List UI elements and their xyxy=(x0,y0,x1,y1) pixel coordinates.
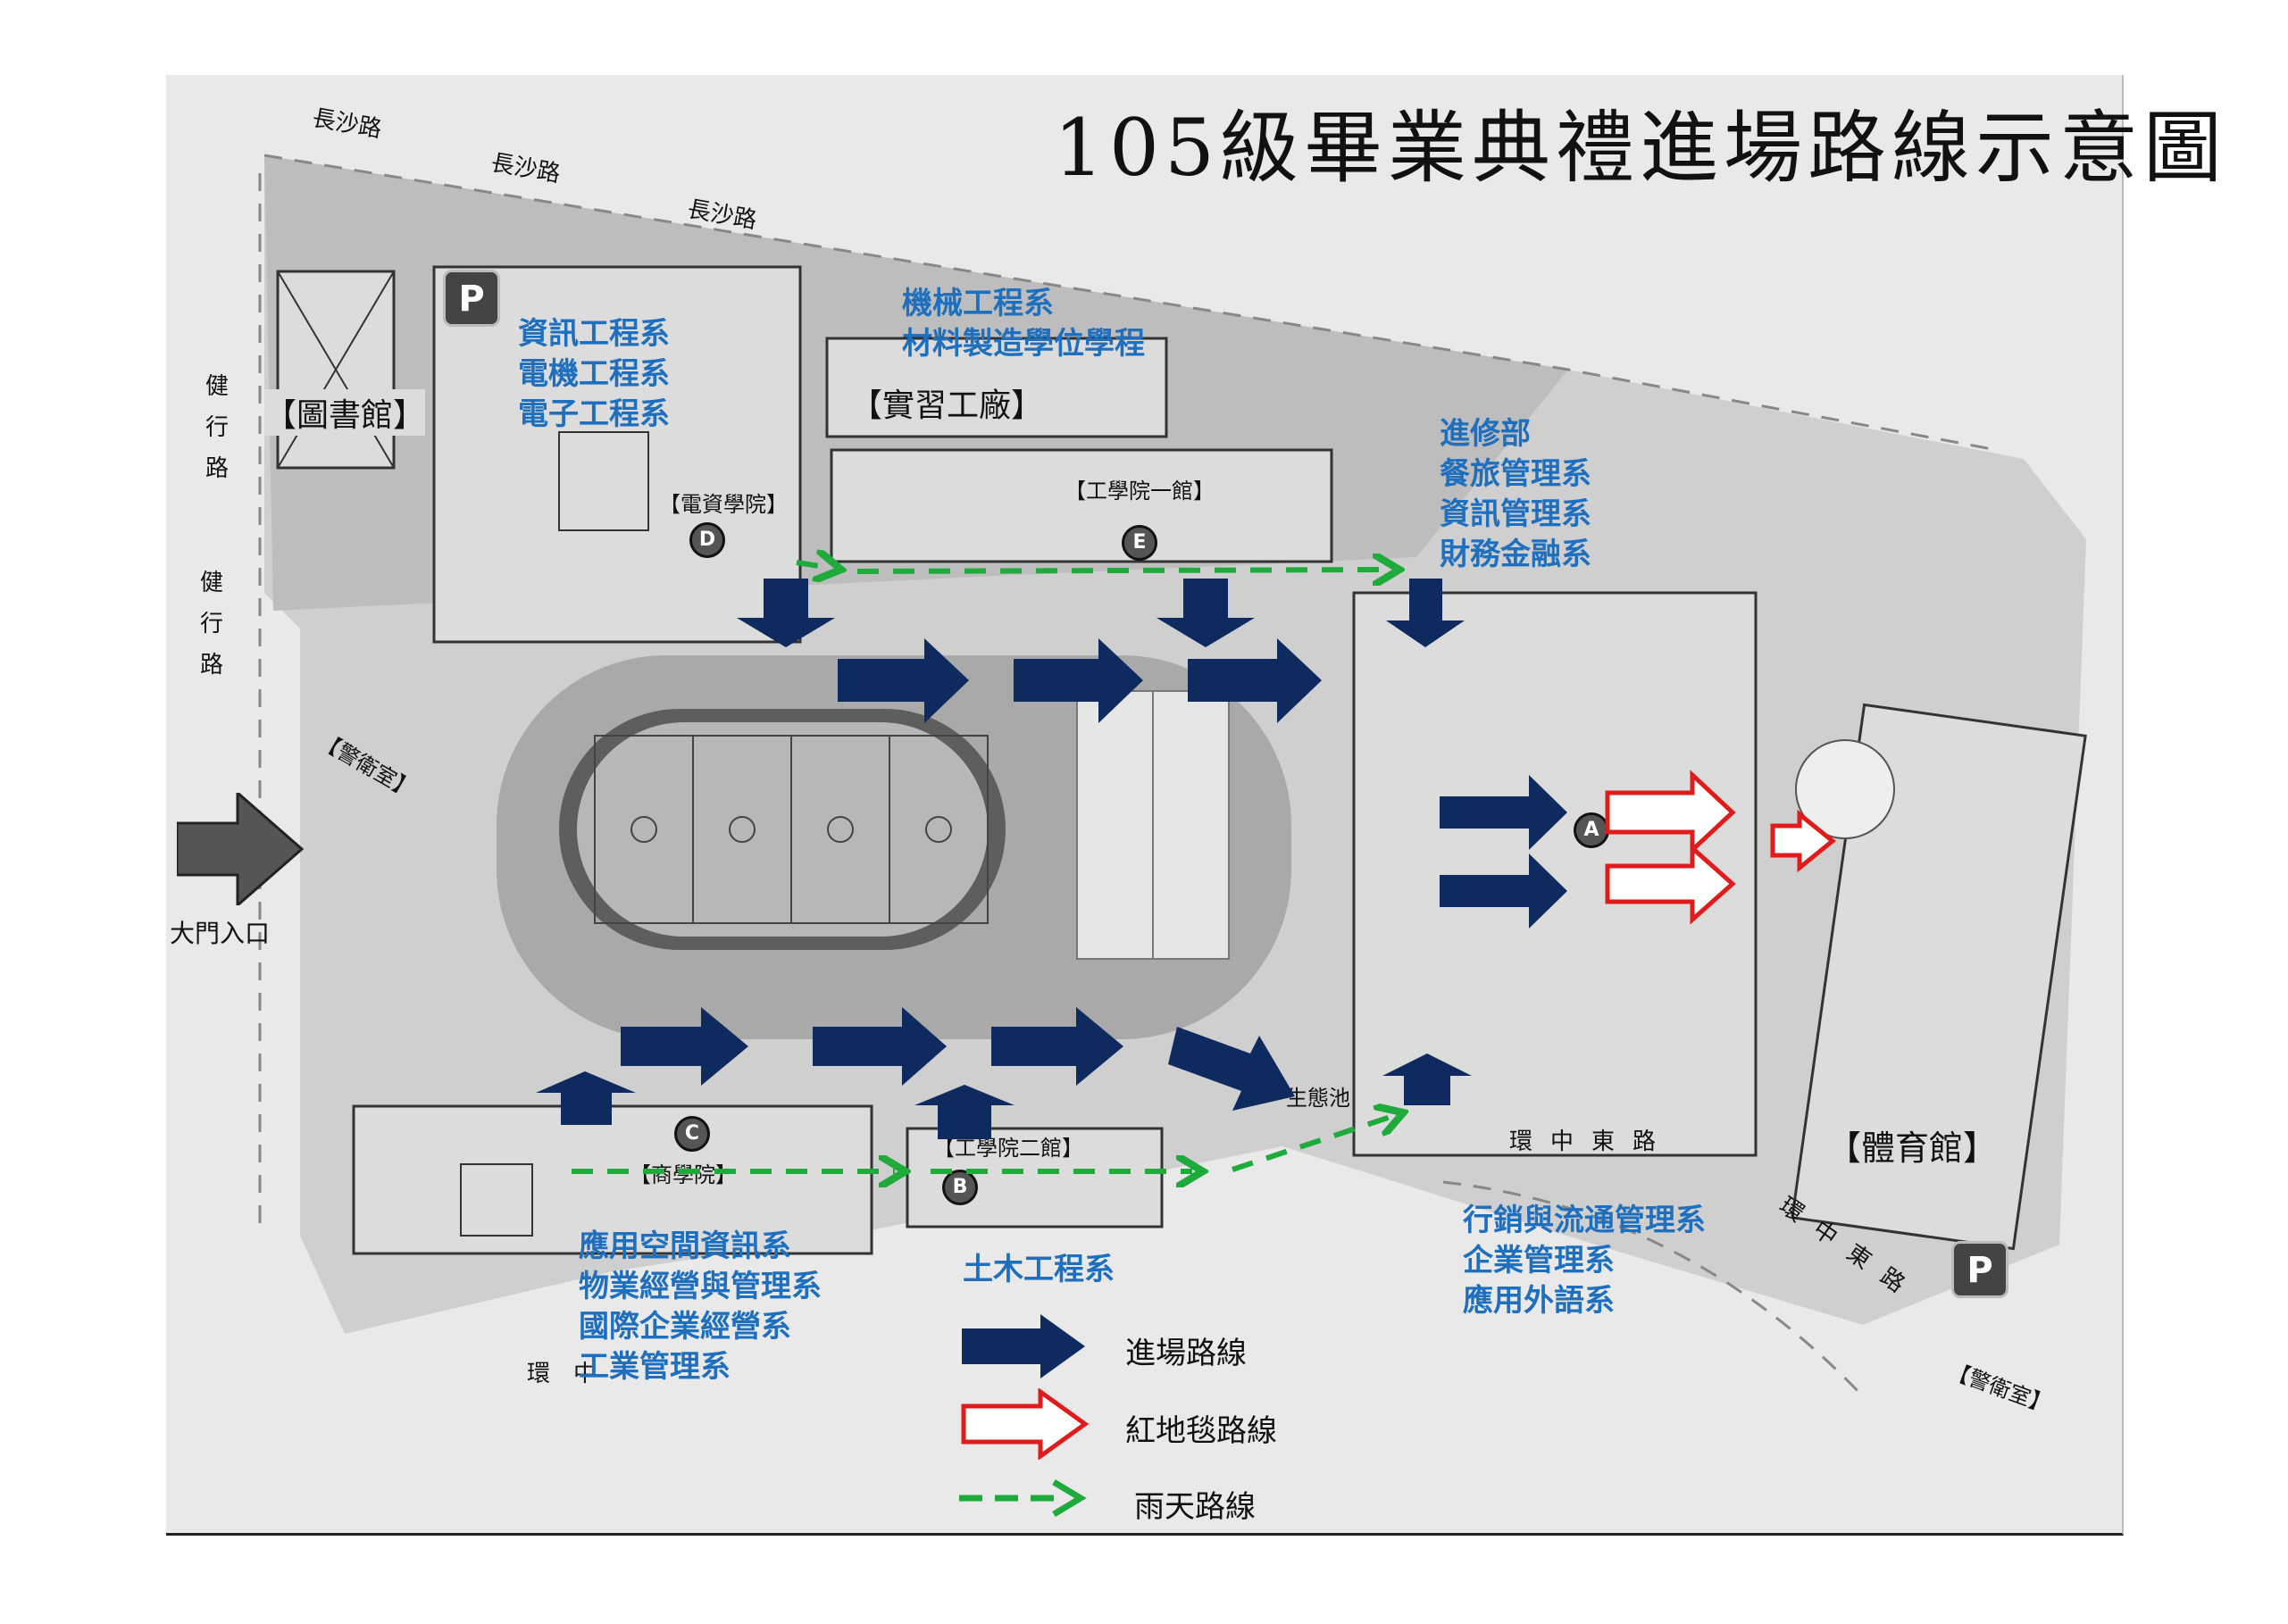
gym-label: 【體育館】 xyxy=(1827,1128,1998,1168)
road-label-jianxing-2: 健行路 xyxy=(199,570,223,679)
dept-item: 國際企業經營系 xyxy=(579,1309,791,1345)
route-arrow xyxy=(813,1007,947,1086)
practice-factory-label: 【實習工廠】 xyxy=(850,387,1044,424)
dept-item: 資訊工程系 xyxy=(518,316,670,352)
rain-route xyxy=(796,562,831,568)
rain-route xyxy=(856,570,1389,571)
route-arrow xyxy=(838,638,969,723)
dept-item: 資訊管理系 xyxy=(1440,496,1591,532)
dept-group-civil: 土木工程系 xyxy=(963,1250,1115,1290)
road-label-huanzhong-east-1: 環中東路 xyxy=(1509,1128,1674,1155)
red-carpet-arrows xyxy=(1605,770,1836,925)
parking-icon-southeast: P xyxy=(1951,1241,2008,1298)
legend-label-red-carpet: 紅地毯路線 xyxy=(1125,1413,1277,1449)
road-label-jianxing-1: 健行路 xyxy=(205,373,229,482)
dept-group-marketing: 行銷與流通管理系 企業管理系 應用外語系 xyxy=(1463,1201,1706,1321)
engineering-1-label: 【工學院一館】 xyxy=(1065,479,1215,504)
eecs-shape xyxy=(432,265,802,644)
practice-factory-shape xyxy=(825,337,1168,438)
changsha-road-line xyxy=(263,154,1998,452)
route-arrow xyxy=(1188,638,1322,723)
dept-item: 餐旅管理系 xyxy=(1440,456,1591,492)
entry-route-arrows xyxy=(536,579,1567,1139)
main-entrance-arrow xyxy=(177,793,305,905)
legend-label-entry: 進場路線 xyxy=(1125,1336,1247,1371)
dept-item: 工業管理系 xyxy=(579,1349,731,1385)
campus-map-drawing xyxy=(258,154,2087,1398)
route-arrow xyxy=(1014,638,1143,723)
dept-item: 進修部 xyxy=(1440,416,1531,452)
dept-item: 電機工程系 xyxy=(518,356,670,392)
dept-item: 電子工程系 xyxy=(518,396,670,432)
huanzhong-road-line xyxy=(1442,1180,1865,1398)
building-badge-c: C xyxy=(674,1116,710,1152)
route-arrow xyxy=(536,1071,636,1125)
dept-item: 土木工程系 xyxy=(963,1252,1115,1287)
business-label: 【商學院】 xyxy=(630,1162,737,1187)
dept-item: 材料製造學位學程 xyxy=(902,326,1145,362)
rain-route xyxy=(1232,1116,1393,1172)
route-arrow xyxy=(1168,1027,1295,1111)
route-arrow xyxy=(1382,1054,1472,1105)
route-arrow xyxy=(1440,854,1567,929)
business-shape xyxy=(352,1104,873,1255)
dept-item: 財務金融系 xyxy=(1440,537,1591,572)
dept-item: 行銷與流通管理系 xyxy=(1463,1203,1706,1238)
engineering-2-label: 【工學院二館】 xyxy=(933,1136,1083,1161)
legend-red-arrow-icon xyxy=(961,1388,1090,1460)
dept-group-business: 應用空間資訊系 物業經營與管理系 國際企業經營系 工業管理系 xyxy=(579,1227,822,1387)
dept-item: 物業經營與管理系 xyxy=(579,1269,822,1304)
route-arrow xyxy=(1386,579,1465,647)
parking-icon-north: P xyxy=(443,270,500,327)
map-title: 105級畢業典禮進場路線示意圖 xyxy=(1054,102,2227,194)
building-badge-d: D xyxy=(689,522,725,558)
eco-pond-label: 生態池 xyxy=(1286,1086,1350,1111)
road-label-huanzhong: 環中 xyxy=(527,1361,621,1387)
dept-item: 企業管理系 xyxy=(1463,1243,1615,1278)
route-arrow xyxy=(737,579,835,647)
red-carpet-arrow xyxy=(1605,843,1736,925)
library-label: 【圖書館】 xyxy=(264,389,426,436)
route-arrow xyxy=(1440,775,1567,850)
campus-map xyxy=(166,75,2124,1536)
dept-item: 應用外語系 xyxy=(1463,1283,1615,1319)
red-carpet-arrow xyxy=(1605,770,1736,855)
dept-group-eecs: 資訊工程系 電機工程系 電子工程系 xyxy=(518,314,670,435)
route-arrow xyxy=(991,1007,1123,1086)
engineering-1-shape xyxy=(830,448,1333,563)
dept-group-mechanical: 機械工程系 材料製造學位學程 xyxy=(902,284,1145,364)
legend-navy-arrow-icon xyxy=(962,1314,1085,1378)
dept-group-evening: 進修部 餐旅管理系 資訊管理系 財務金融系 xyxy=(1440,414,1591,575)
route-arrow xyxy=(1157,579,1255,647)
route-arrow xyxy=(914,1085,1015,1139)
gym-shape xyxy=(1791,703,2087,1251)
basketball-courts xyxy=(594,735,989,924)
route-arrow xyxy=(621,1007,748,1086)
building-shapes xyxy=(276,265,2087,1255)
rain-route-lines xyxy=(572,562,1393,1171)
dept-item: 應用空間資訊系 xyxy=(579,1228,791,1264)
dept-item: 機械工程系 xyxy=(902,286,1054,321)
legend-label-rain: 雨天路線 xyxy=(1134,1489,1256,1525)
building-badge-e: E xyxy=(1122,525,1157,561)
building-badge-b: B xyxy=(942,1170,978,1205)
red-carpet-arrow xyxy=(1770,809,1836,873)
legend-green-dashed-icon xyxy=(959,1478,1087,1518)
courts-area xyxy=(577,722,988,937)
main-entrance-label: 大門入口 xyxy=(170,919,271,948)
eecs-label: 【電資學院】 xyxy=(659,492,788,517)
